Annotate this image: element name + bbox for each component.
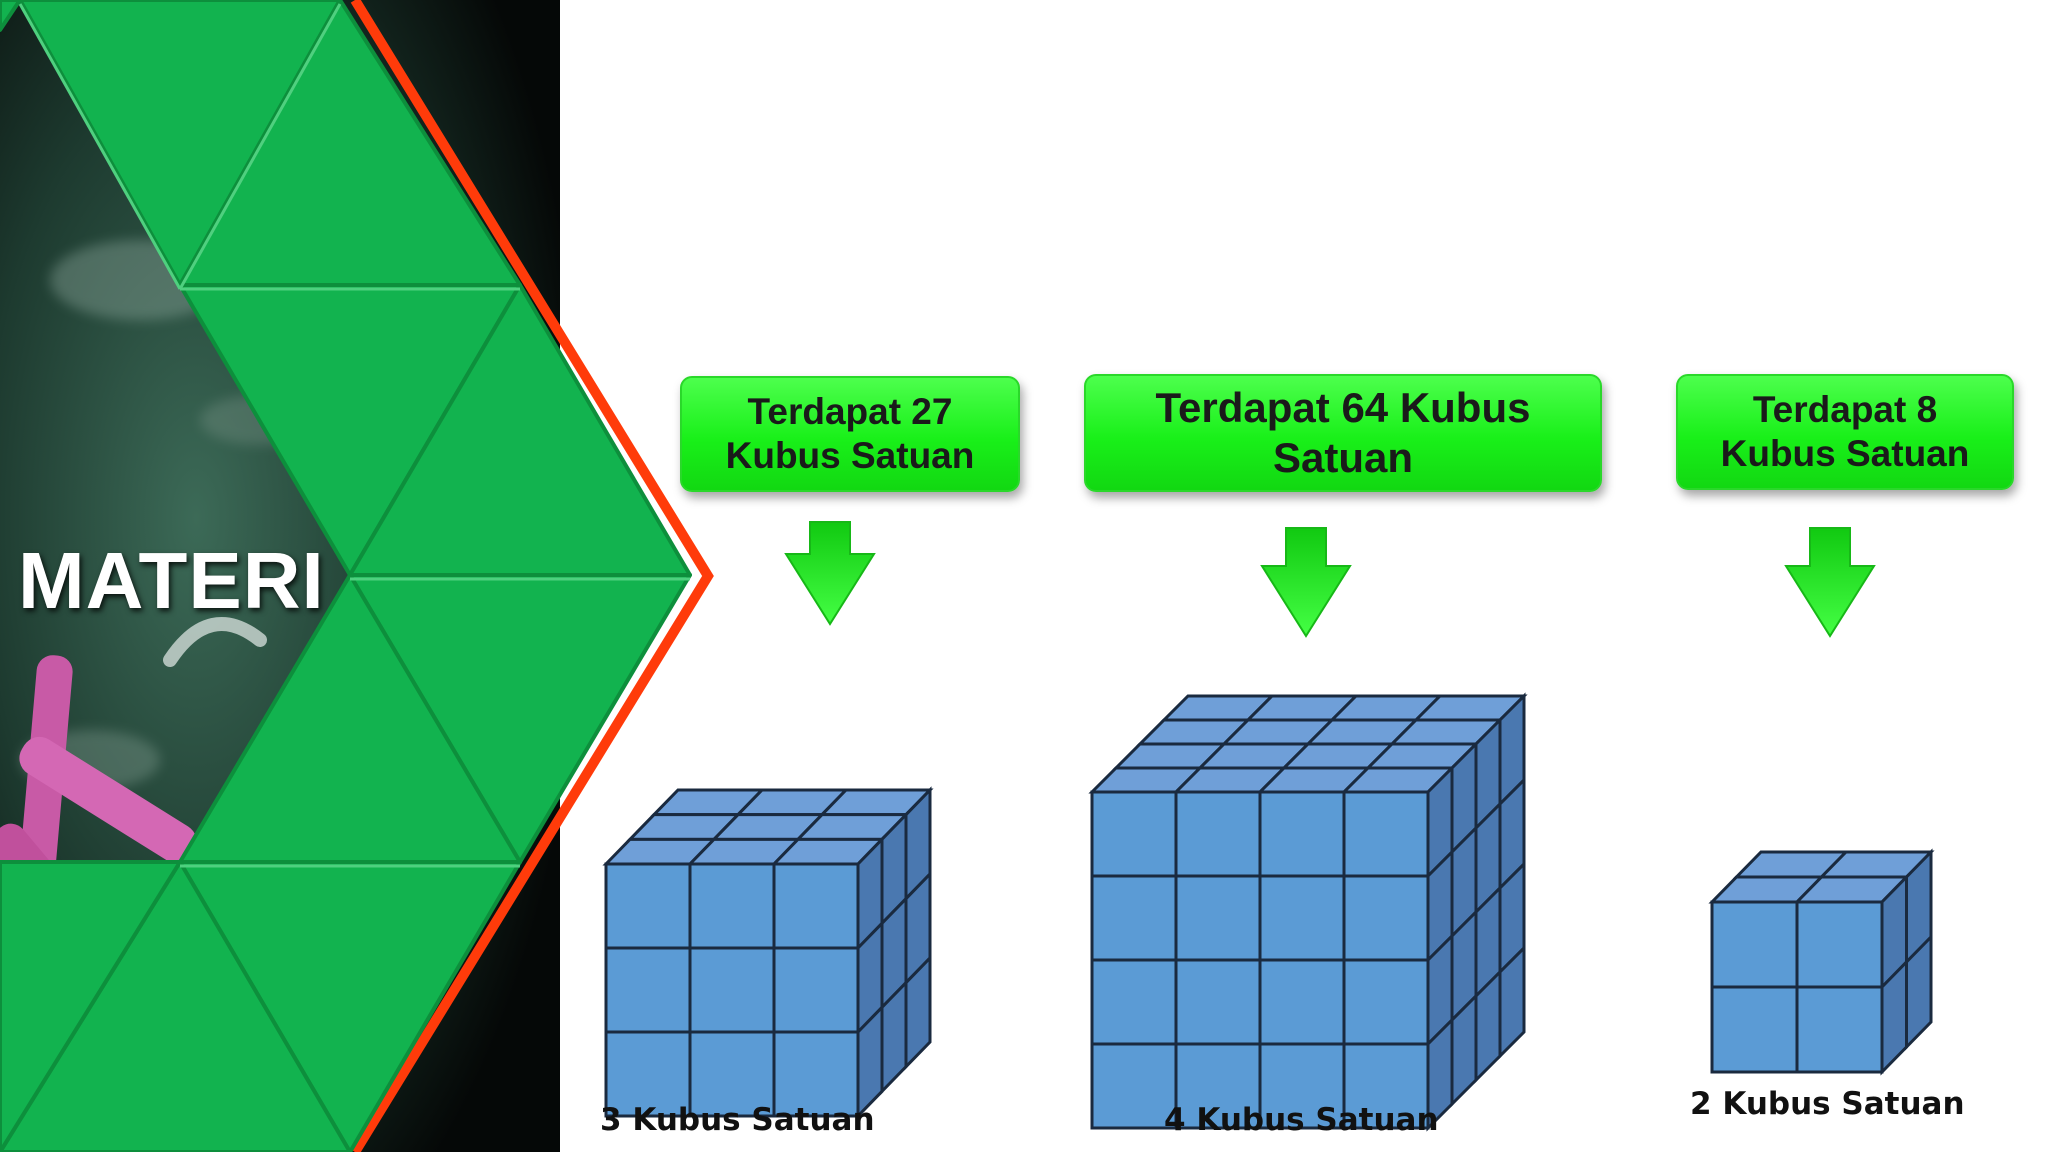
front-cell	[1090, 874, 1178, 962]
front-cell	[688, 1030, 776, 1118]
front-cell	[1342, 874, 1430, 962]
side-cell	[1498, 944, 1526, 1060]
front-cell	[1710, 900, 1799, 989]
down-arrow-icon	[1260, 527, 1352, 638]
front-cell	[688, 946, 776, 1034]
front-cell	[772, 946, 860, 1034]
count-box-64: Terdapat 64 Kubus Satuan	[1084, 374, 1602, 492]
unit-cube-4	[1088, 692, 1528, 1132]
green-triangle	[0, 0, 22, 32]
front-cell	[1258, 790, 1346, 878]
front-cell	[604, 946, 692, 1034]
triangle-bevel	[178, 3, 342, 290]
front-cell	[772, 862, 860, 950]
front-cell	[1174, 1042, 1262, 1130]
section-title: MATERI	[18, 536, 325, 625]
triangle-bevel	[18, 3, 182, 290]
count-box-8: Terdapat 8 Kubus Satuan	[1676, 374, 2014, 490]
cube-caption-2: 2 Kubus Satuan	[1690, 1086, 1965, 1122]
front-cell	[1258, 1042, 1346, 1130]
down-arrows	[784, 521, 1876, 638]
front-cell	[1342, 1042, 1430, 1130]
cube-caption-3: 3 Kubus Satuan	[600, 1102, 875, 1138]
count-box-27: Terdapat 27 Kubus Satuan	[680, 376, 1020, 492]
front-cell	[1342, 790, 1430, 878]
front-cell	[1174, 874, 1262, 962]
chevron-orange-edge	[350, 0, 714, 1152]
front-cell	[1090, 790, 1178, 878]
front-cell	[1342, 958, 1430, 1046]
front-cell	[604, 1030, 692, 1118]
green-triangle	[0, 860, 182, 1152]
side-cell	[904, 954, 932, 1071]
front-cell	[1090, 1042, 1178, 1130]
cube-caption-4: 4 Kubus Satuan	[1164, 1102, 1439, 1138]
down-arrow-icon	[1784, 527, 1876, 638]
front-cell	[1174, 790, 1262, 878]
unit-cubes	[602, 692, 1935, 1132]
front-cell	[1710, 985, 1799, 1074]
front-cell	[1258, 958, 1346, 1046]
front-cell	[604, 862, 692, 950]
triangle-tessellation	[0, 0, 692, 1152]
side-cell	[1905, 933, 1933, 1051]
front-cell	[1090, 958, 1178, 1046]
unit-cube-2	[1708, 848, 1935, 1076]
down-arrow-icon	[784, 521, 876, 626]
front-cell	[688, 862, 776, 950]
front-cell	[1795, 900, 1884, 989]
front-cell	[1258, 874, 1346, 962]
unit-cube-3	[602, 786, 934, 1120]
front-cell	[1795, 985, 1884, 1074]
front-cell	[1174, 958, 1262, 1046]
